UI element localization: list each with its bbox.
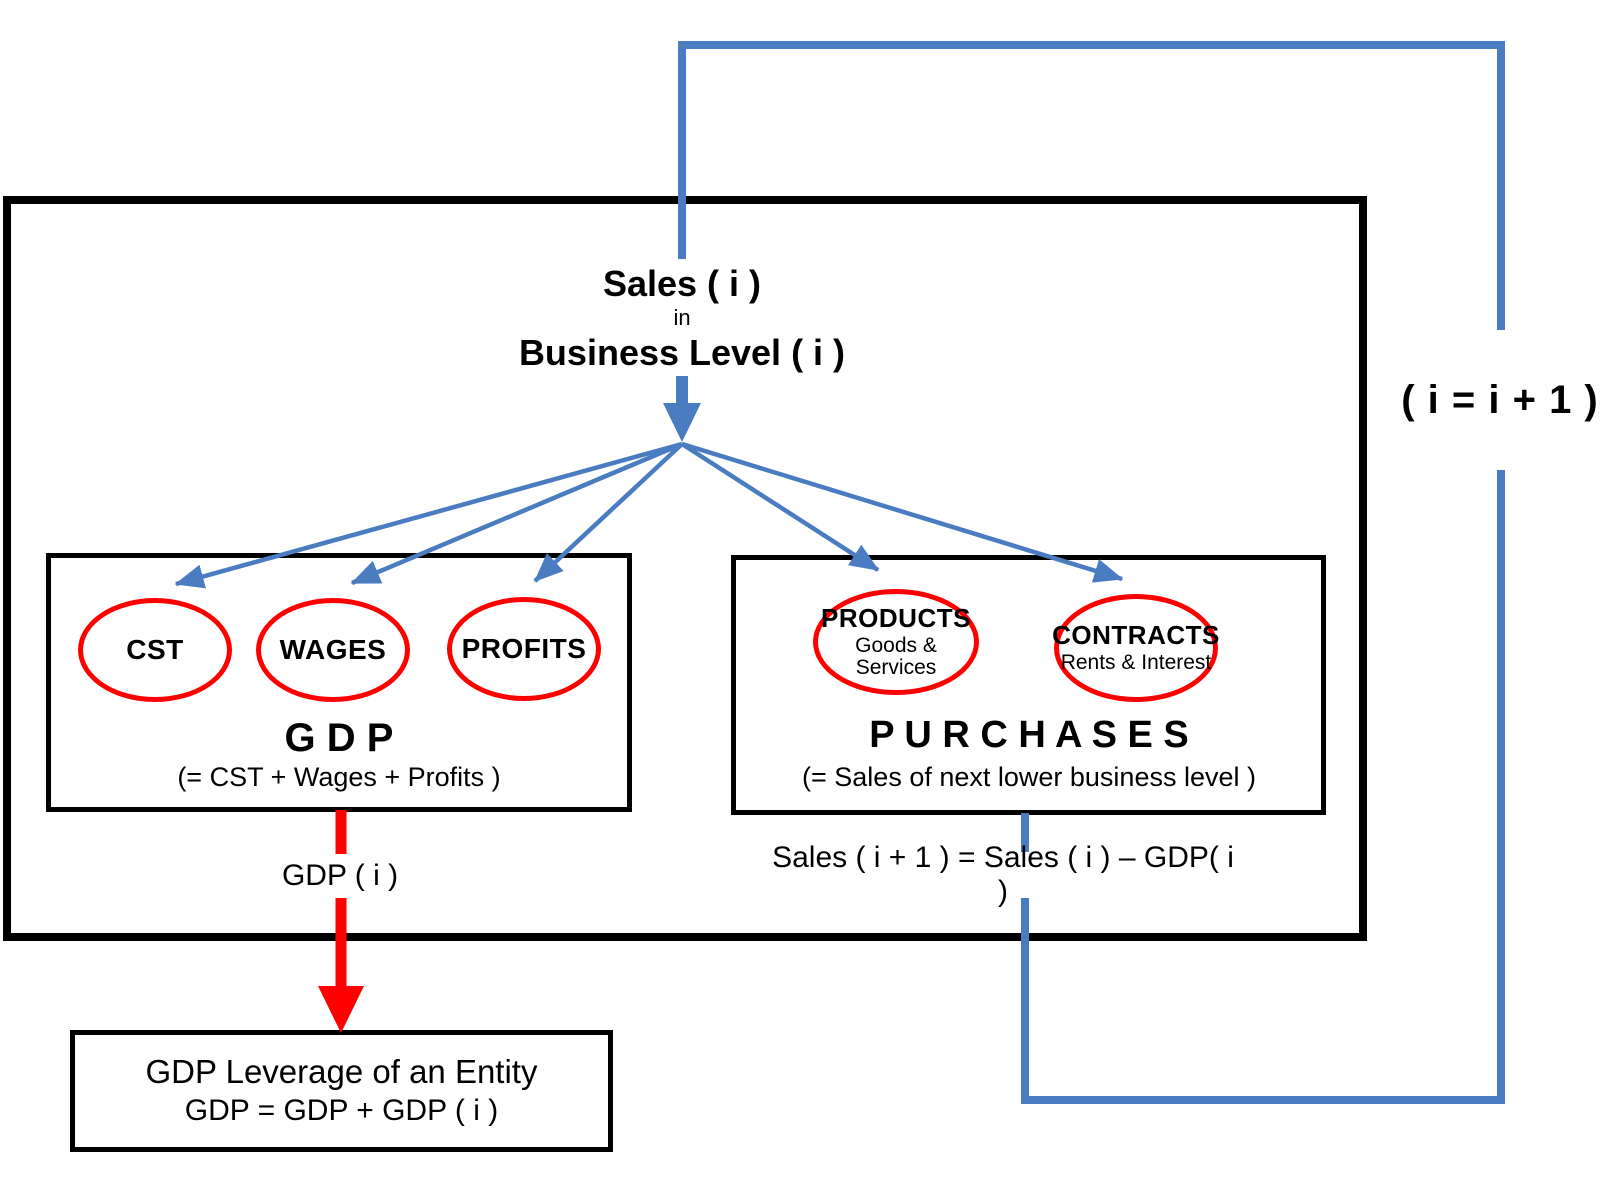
ellipse-cst: CST bbox=[78, 598, 232, 702]
gdp-leverage-formula: GDP = GDP + GDP ( i ) bbox=[184, 1094, 499, 1127]
sales-source-block: Sales ( i ) in Business Level ( i ) bbox=[482, 264, 882, 374]
business-level-title: Business Level ( i ) bbox=[518, 332, 846, 373]
sales-title: Sales ( i ) bbox=[602, 263, 762, 304]
ellipse-profits: PROFITS bbox=[447, 597, 601, 701]
wages-label: WAGES bbox=[279, 634, 387, 666]
ellipse-contracts: CONTRACTS Rents & Interest bbox=[1052, 594, 1220, 702]
gdp-leverage-box: GDP Leverage of an Entity GDP = GDP + GD… bbox=[70, 1030, 613, 1152]
ellipse-wages: WAGES bbox=[256, 598, 410, 702]
gdp-leverage-title: GDP Leverage of an Entity bbox=[145, 1053, 538, 1090]
sales-recursion-equation: Sales ( i + 1 ) = Sales ( i ) – GDP( i ) bbox=[770, 841, 1236, 908]
ellipse-products: PRODUCTS Goods & Services bbox=[813, 589, 979, 695]
gdp-title: G D P bbox=[284, 716, 394, 760]
products-label: PRODUCTS bbox=[821, 603, 971, 634]
gdp-output-label: GDP ( i ) bbox=[268, 854, 412, 898]
products-sublabel: Goods & Services bbox=[855, 633, 937, 679]
loop-increment-label: ( i = i + 1 ) bbox=[1396, 330, 1600, 470]
gdp-subtitle: (= CST + Wages + Profits ) bbox=[177, 762, 501, 792]
contracts-label: CONTRACTS bbox=[1052, 620, 1220, 651]
sales-in-text: in bbox=[673, 305, 691, 330]
purchases-subtitle: (= Sales of next lower business level ) bbox=[802, 762, 1256, 792]
contracts-sublabel: Rents & Interest bbox=[1060, 650, 1212, 674]
cst-label: CST bbox=[126, 634, 184, 666]
purchases-title: P U R C H A S E S bbox=[869, 714, 1189, 756]
profits-label: PROFITS bbox=[461, 633, 587, 665]
gdp-output-arrow-head bbox=[318, 986, 364, 1033]
